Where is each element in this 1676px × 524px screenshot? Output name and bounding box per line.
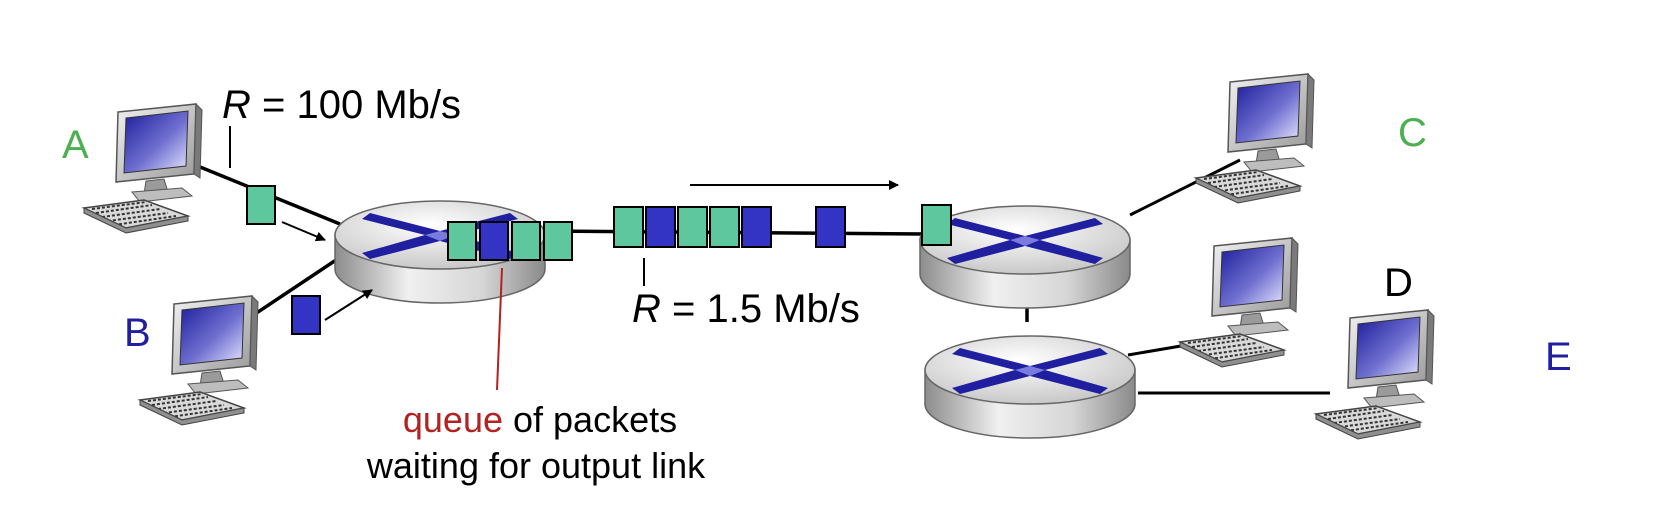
bottleneck-packets xyxy=(613,204,952,248)
queued-packet xyxy=(511,221,541,261)
input-link-rate: R = 100 Mb/s xyxy=(222,83,461,127)
output-queue xyxy=(447,221,573,261)
host-c-label: C xyxy=(1398,111,1427,155)
queue-pointer xyxy=(496,267,503,391)
queue-caption-rest: of packets xyxy=(503,399,677,440)
queue-caption-line1: queue of packets xyxy=(403,399,677,440)
host-b-computer-icon xyxy=(139,295,259,426)
host-a-computer-icon xyxy=(83,103,203,234)
host-c-computer-icon xyxy=(1195,73,1315,204)
input-rate-value: = 100 Mb/s xyxy=(251,83,461,127)
link-packet xyxy=(677,206,708,248)
host-e-computer-icon xyxy=(1315,309,1435,440)
output-rate-symbol: R xyxy=(632,287,661,331)
link-packet xyxy=(645,206,676,248)
link-packet xyxy=(815,206,846,248)
link-packet xyxy=(921,204,952,246)
link-packet xyxy=(613,206,644,248)
host-e-label: E xyxy=(1545,335,1572,379)
arrow-b-to-router xyxy=(324,289,373,321)
queue-highlight: queue xyxy=(403,399,503,440)
queue-caption-line2: waiting for output link xyxy=(366,445,706,486)
output-rate-value: = 1.5 Mb/s xyxy=(661,287,860,331)
input-rate-symbol: R xyxy=(222,83,251,127)
arrow-a-to-router xyxy=(281,221,326,242)
router-icon xyxy=(924,335,1136,439)
host-d-label: D xyxy=(1384,261,1413,305)
packet-from-a xyxy=(246,185,276,225)
link-router2-c xyxy=(1129,158,1241,217)
link-packet xyxy=(741,206,772,248)
queued-packet xyxy=(447,221,477,261)
host-b-label: B xyxy=(124,311,151,355)
packet-from-b xyxy=(291,295,321,335)
queued-packet xyxy=(479,221,509,261)
queued-packet xyxy=(543,221,573,261)
host-d-computer-icon xyxy=(1179,237,1299,368)
host-a-label: A xyxy=(62,123,89,167)
output-link-rate: R = 1.5 Mb/s xyxy=(632,287,860,331)
link-packet xyxy=(709,206,740,248)
